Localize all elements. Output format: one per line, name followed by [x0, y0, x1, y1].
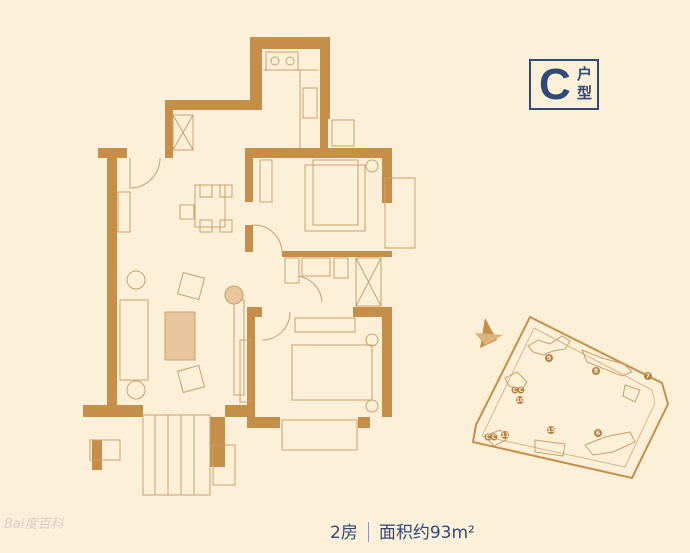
- building-label: C: [513, 387, 518, 394]
- building-label: 6: [596, 430, 600, 437]
- wash-basin-icon: [301, 257, 331, 277]
- wardrobe-icon: [259, 159, 273, 203]
- bed-icon: [291, 344, 373, 401]
- sink-icon: [302, 87, 318, 119]
- building-label: C: [519, 387, 524, 394]
- site-map: 9 8 7 C C 10 15 6 C C 11: [471, 315, 670, 480]
- building-label: 15: [547, 427, 555, 434]
- building-label: 8: [594, 368, 598, 375]
- toilet-icon: [333, 257, 349, 279]
- building-label: 11: [501, 432, 509, 439]
- entry-door-icon: [129, 157, 161, 189]
- bed-icon: [312, 159, 359, 226]
- plan-type-letter: C: [539, 60, 571, 109]
- building-label: 7: [646, 373, 650, 380]
- wardrobe-icon: [294, 317, 356, 333]
- balcony-icon: [142, 414, 211, 496]
- watermark-logo: Bai度百科: [4, 517, 64, 532]
- walls: [83, 37, 392, 470]
- room-count: 2房: [330, 523, 358, 543]
- bay-window-icon: [384, 177, 416, 249]
- plan-type-badge: C 户型: [529, 59, 599, 110]
- plan-type-suffix: 户型: [577, 65, 593, 102]
- building-label: C: [492, 434, 497, 441]
- compass-icon: [475, 318, 503, 348]
- shoe-cabinet-icon: [117, 191, 131, 233]
- shaft-icon: [172, 114, 194, 151]
- building-label: C: [486, 434, 491, 441]
- building-label: 9: [547, 355, 551, 362]
- fixtures: [89, 51, 416, 496]
- floor-area: 面积约93m²: [378, 523, 475, 543]
- plan-caption: 2房面积约93m²: [330, 518, 475, 543]
- window-icon: [281, 419, 358, 451]
- divider: [367, 522, 369, 542]
- fridge-icon: [331, 119, 355, 147]
- plant-icon: [224, 285, 244, 305]
- tv-cabinet-icon: [233, 299, 245, 396]
- building-label: 10: [516, 397, 524, 404]
- shower-icon: [355, 257, 382, 307]
- coffee-table-icon: [164, 311, 196, 361]
- sofa-icon: [119, 299, 149, 381]
